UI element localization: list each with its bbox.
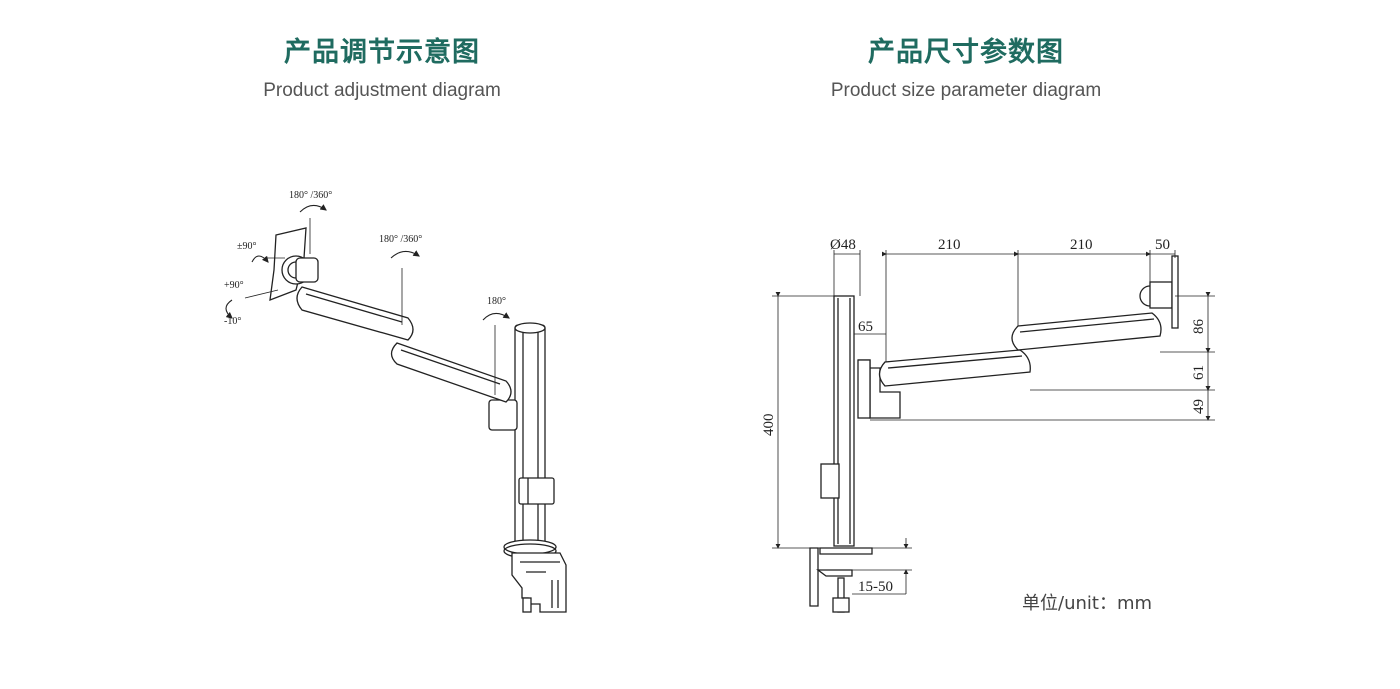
clamp-side xyxy=(809,547,873,613)
dimension-lines xyxy=(772,250,1215,595)
dim-pole-height: 400 xyxy=(761,414,777,437)
rot-label-tilt-down: -10° xyxy=(224,316,241,327)
rot-label-head: 180° /360° xyxy=(289,190,332,201)
pole-side xyxy=(820,295,855,547)
left-title-en: Product adjustment diagram xyxy=(263,80,501,101)
right-title-cn: 产品尺寸参数图 xyxy=(868,37,1064,68)
upper-arm xyxy=(296,286,414,341)
pole xyxy=(514,322,555,548)
left-title-cn: 产品调节示意图 xyxy=(284,37,480,68)
dim-height-1: 86 xyxy=(1191,319,1207,335)
dim-height-2: 61 xyxy=(1191,365,1207,380)
dim-height-3: 49 xyxy=(1191,399,1207,414)
lower-arm xyxy=(390,342,512,403)
dim-head-depth: 50 xyxy=(1155,237,1170,253)
rot-label-base-arm: 180° xyxy=(487,296,506,307)
desk-clamp xyxy=(511,552,567,613)
dim-arm-1: 210 xyxy=(938,237,961,253)
rotation-labels: 180° /360° ±90° +90° -10° 180° /360° 180… xyxy=(224,190,506,327)
adjustment-diagram xyxy=(225,204,567,613)
unit-label: 单位/unit：mm xyxy=(1022,593,1153,614)
lower-arm-side xyxy=(878,349,1031,387)
dim-arm-2: 210 xyxy=(1070,237,1093,253)
dimension-diagram xyxy=(772,250,1215,613)
dim-clamp-range: 15-50 xyxy=(858,579,893,595)
rot-label-tilt-up: +90° xyxy=(224,280,244,291)
upper-arm-side xyxy=(1011,312,1162,351)
dimension-labels: Ø48 210 210 50 65 86 61 49 400 15-50 xyxy=(761,237,1207,595)
rot-label-mid-arm: 180° /360° xyxy=(379,234,422,245)
rotation-arrows xyxy=(225,204,510,321)
rot-label-tilt-side: ±90° xyxy=(237,241,257,252)
dim-offset: 65 xyxy=(858,319,873,335)
right-title-en: Product size parameter diagram xyxy=(830,80,1102,101)
head-side xyxy=(1139,255,1179,329)
monitor-head xyxy=(269,227,319,301)
dim-pole-diameter: Ø48 xyxy=(830,237,856,253)
